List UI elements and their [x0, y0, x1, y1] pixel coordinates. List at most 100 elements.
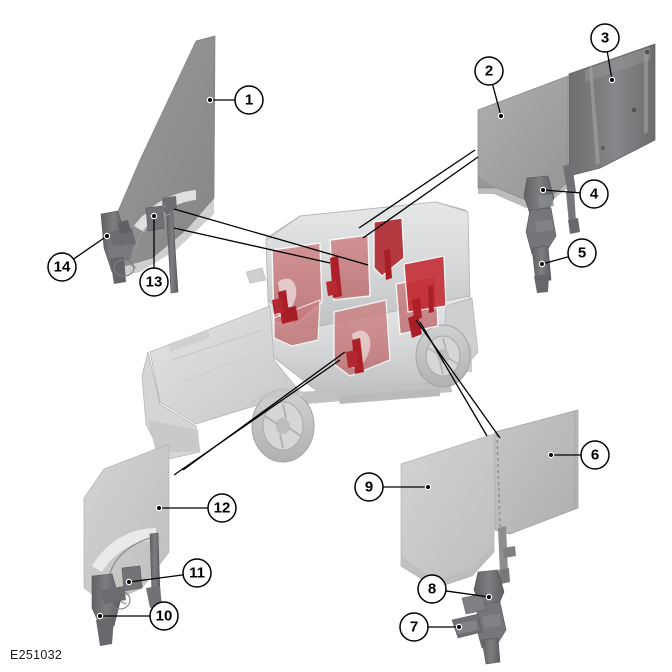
callout-circle-13[interactable] [139, 267, 169, 297]
vehicle-rocker [338, 388, 440, 404]
callout-circle-1[interactable] [234, 85, 264, 115]
rear-regulator-detail-b [535, 219, 553, 233]
callout-13[interactable]: 13 [139, 212, 169, 297]
callout-target-dot-10 [96, 612, 104, 620]
rear-wheel [415, 324, 471, 388]
leader-to-front-lower-left2 [182, 351, 346, 471]
callout-target-dot-2 [497, 112, 505, 120]
callout-target-dot-4 [539, 186, 547, 194]
callout-number-14: 14 [54, 259, 71, 276]
rear-quarter-window-left-assembly [494, 409, 579, 584]
callout-circle-11[interactable] [182, 558, 212, 588]
callout-target-dot-5 [538, 260, 546, 268]
callout-target-dot-12 [155, 504, 163, 512]
long-leader-lines [173, 149, 501, 476]
highlight-rear-quarter-area [373, 217, 405, 277]
callout-circle-2[interactable] [474, 56, 504, 86]
leader-to-front-regulator [173, 227, 331, 264]
callout-5[interactable]: 5 [538, 238, 597, 268]
callout-10[interactable]: 10 [96, 601, 179, 631]
callout-circle-6[interactable] [580, 440, 610, 470]
callout-12[interactable]: 12 [155, 493, 237, 523]
callout-number-4: 4 [590, 186, 599, 203]
callout-number-5: 5 [578, 245, 586, 262]
quarter-window-fastener-mid [631, 107, 637, 113]
hood-crease-1 [171, 329, 263, 361]
regulator-rail-rear-quarter [384, 249, 392, 280]
callout-target-dot-6 [547, 451, 555, 459]
rear-regulator-detail-left [482, 614, 501, 628]
callout-1[interactable]: 1 [206, 85, 264, 115]
vehicle-sill [300, 382, 452, 404]
callout-number-12: 12 [214, 500, 231, 517]
figure-part-number: E251032 [10, 648, 63, 662]
highlight-rear-quarter-deep [403, 255, 447, 313]
callout-7[interactable]: 7 [399, 612, 463, 642]
front-door-glass-lower-inner-curve [92, 528, 156, 572]
quarter-window-frame-right [585, 47, 650, 82]
front-wheel [251, 389, 315, 463]
callout-target-dot-3 [608, 76, 616, 84]
callout-number-6: 6 [591, 447, 599, 464]
callout-target-dot-7 [455, 623, 463, 631]
front-bumper [148, 420, 200, 452]
callout-3[interactable]: 3 [590, 23, 620, 84]
leader-to-rear-lower-right2 [419, 321, 488, 437]
leader-to-rear-door-glass [358, 149, 476, 229]
callout-target-dot-9 [424, 483, 432, 491]
regulator-arm-rear-upper-2 [326, 280, 338, 296]
quarter-window-lower-stem [566, 190, 576, 224]
rear-regulator-rail-left [481, 637, 501, 665]
rear-quarter-window-left [494, 409, 579, 535]
callout-circle-14[interactable] [47, 252, 77, 282]
callout-circle-7[interactable] [399, 612, 429, 642]
callout-circle-10[interactable] [149, 601, 179, 631]
rear-regulator-pad-left [455, 620, 478, 634]
front-wheel-arch [252, 387, 316, 408]
quarter-window-fastener-low [601, 146, 605, 150]
callout-14[interactable]: 14 [47, 232, 111, 282]
callout-number-7: 7 [410, 619, 418, 636]
callout-circle-3[interactable] [590, 23, 620, 53]
front-window-regulator-right-assembly [100, 196, 179, 294]
quarter-window-left-stem-foot [499, 568, 510, 584]
callout-number-2: 2 [485, 63, 493, 80]
callout-number-9: 9 [365, 479, 373, 496]
front-regulator-detail-left [100, 586, 126, 604]
regulator-cable-right-2 [135, 213, 171, 249]
front-regulator-motor-left [121, 565, 143, 592]
callout-circle-9[interactable] [354, 472, 384, 502]
hood-vent [168, 330, 210, 352]
leader-to-rear-quarter [362, 156, 479, 239]
rear-door-glass-right [477, 75, 569, 202]
callout-circle-12[interactable] [207, 493, 237, 523]
callout-circle-4[interactable] [579, 179, 609, 209]
side-mirror [245, 267, 267, 284]
callout-leader-3 [606, 51, 613, 81]
regulator-rail-rear-side [428, 285, 434, 313]
regulator-motor-front-deep [286, 306, 298, 322]
callout-11[interactable]: 11 [125, 558, 212, 588]
rear-door-glass-left-assembly [400, 433, 495, 589]
regulator-arm-rear-lower-2 [346, 350, 358, 368]
callout-2[interactable]: 2 [474, 56, 505, 120]
callout-leader-11 [128, 574, 184, 583]
quarter-window-inner-rail [644, 49, 648, 134]
callout-9[interactable]: 9 [354, 472, 432, 502]
quarter-window-lower-tab [563, 164, 576, 195]
callout-4[interactable]: 4 [539, 179, 609, 209]
callout-6[interactable]: 6 [547, 440, 610, 470]
callout-target-dot-8 [485, 593, 493, 601]
front-regulator-bracket-left [146, 586, 162, 608]
regulator-rail-right-upper [162, 196, 177, 212]
regulator-rear-side-mech-2 [412, 298, 422, 320]
callout-circle-5[interactable] [567, 238, 597, 268]
callout-target-dot-13 [150, 212, 158, 220]
highlighted-door-regions [271, 217, 447, 377]
callout-number-13: 13 [146, 274, 163, 291]
callout-number-8: 8 [428, 581, 436, 598]
callout-8[interactable]: 8 [417, 574, 493, 604]
callout-circle-8[interactable] [417, 574, 447, 604]
